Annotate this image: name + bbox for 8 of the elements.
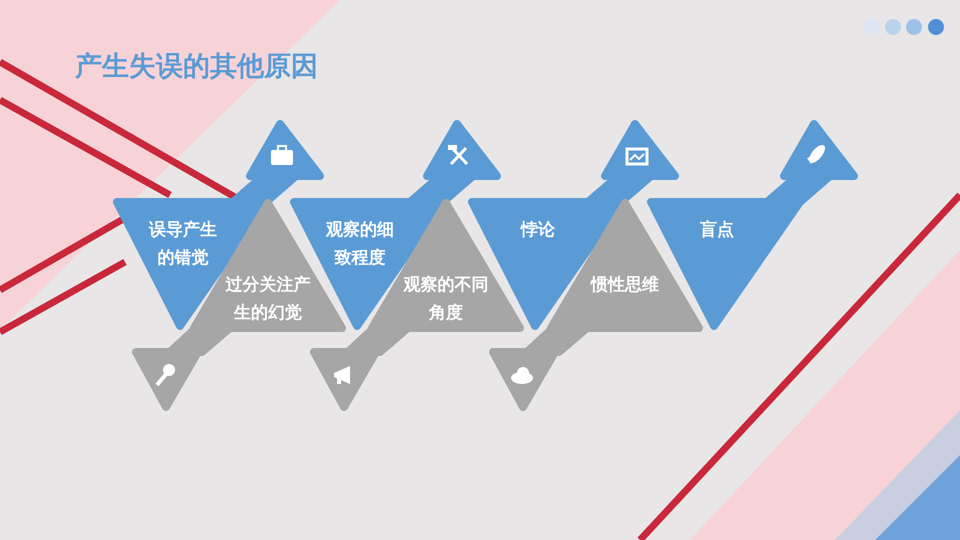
triangle-label: 观察的不同角度 (402, 274, 490, 325)
triangle-label: 观察的细致程度 (324, 219, 395, 270)
triangle-label: 盲点 (699, 219, 735, 242)
triangle-label: 过分关注产生的幻觉 (224, 274, 312, 325)
slide-title: 产生失误的其他原因 (75, 50, 318, 84)
triangle-label: 惯性思维 (589, 274, 660, 297)
triangle-label: 误导产生的错觉 (148, 219, 218, 270)
triangle-label: 悖论 (519, 219, 556, 242)
